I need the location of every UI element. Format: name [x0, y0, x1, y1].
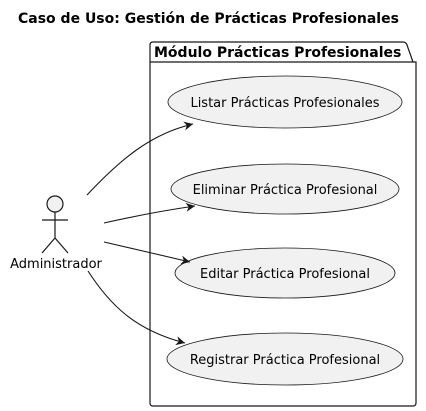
use-case-listar: Listar Prácticas Profesionales [167, 75, 403, 129]
association-arrow-registrar [87, 270, 186, 346]
package-title: Módulo Prácticas Profesionales [154, 45, 401, 61]
use-case-registrar: Registrar Práctica Profesional [166, 332, 404, 386]
actor-right-leg [54, 237, 69, 254]
package-body [149, 61, 417, 407]
association-arrow-eliminar [103, 202, 196, 224]
use-case-label: Listar Prácticas Profesionales [190, 96, 379, 111]
actor-left-leg [41, 237, 56, 254]
diagram-title: Caso de Uso: Gestión de Prácticas Profes… [18, 11, 399, 27]
use-case-ellipse [174, 247, 396, 299]
use-case-editar: Editar Práctica Profesional [174, 247, 396, 299]
actor-head [46, 195, 64, 213]
use-case-label: Registrar Práctica Profesional [190, 353, 380, 368]
package-tab [149, 41, 414, 63]
actor-administrador: Administrador [10, 195, 103, 272]
use-case-label: Eliminar Práctica Profesional [193, 183, 378, 198]
actor-label: Administrador [10, 257, 102, 272]
use-case-eliminar: Eliminar Práctica Profesional [170, 163, 400, 215]
use-case-label: Editar Práctica Profesional [200, 267, 370, 282]
use-case-ellipse [167, 75, 403, 129]
use-case-ellipse [170, 163, 400, 215]
use-case-ellipse [166, 332, 404, 386]
association-arrow-editar [103, 241, 191, 265]
association-arrow-listar [86, 121, 194, 196]
package-frame: Módulo Prácticas Profesionales [149, 41, 417, 407]
